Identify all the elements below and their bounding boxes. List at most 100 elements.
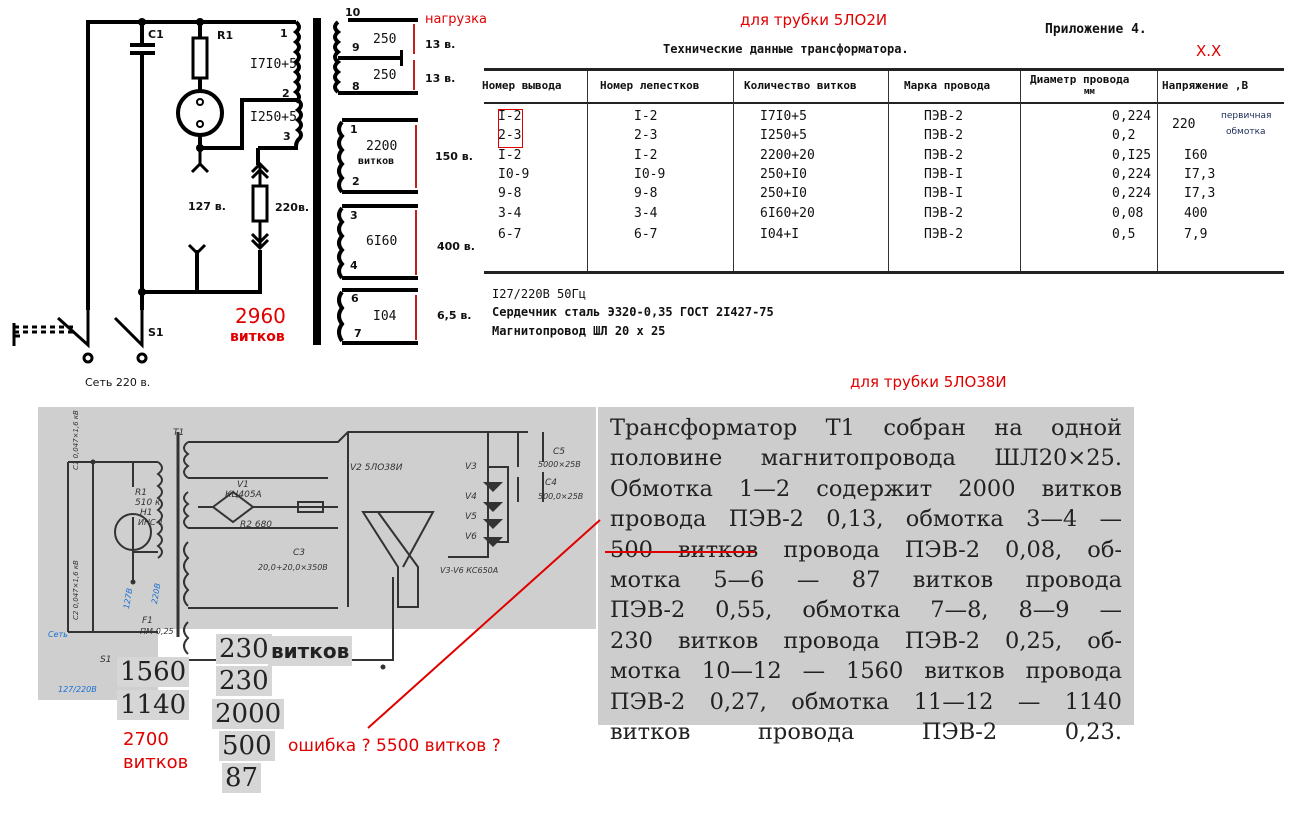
w3-turns: 6I60 xyxy=(366,234,398,249)
note-core-steel: Сердечник сталь Э320-0,35 ГОСТ 2I427-75 xyxy=(492,305,774,319)
table-title: Технические данные трансформатора. xyxy=(663,42,909,56)
voltage-127: 127 в. xyxy=(188,200,226,213)
lamp-h1 xyxy=(176,89,224,137)
count-500: 500 xyxy=(219,731,275,761)
t1-label: T1 xyxy=(173,428,185,438)
c1-label: C1 xyxy=(148,28,164,41)
paragraph-line: Обмотка 1—2 содержит 2000 витков xyxy=(610,475,1122,502)
tube-5lo2i-title: для трубки 5ЛО2И xyxy=(740,11,888,29)
c5-value: 5000×25В xyxy=(538,460,581,469)
w2-voltage: 150 в. xyxy=(435,150,473,163)
total-turns: 2960 xyxy=(235,304,286,328)
w3-pin-4: 4 xyxy=(350,259,358,272)
v2-label: V2 5ЛО38И xyxy=(350,463,403,473)
table-cell: I-2 xyxy=(498,109,522,124)
total-2700-unit: витков xyxy=(123,752,189,773)
col-header-diameter: Диаметр провода xyxy=(1030,73,1130,86)
w3-pin-3: 3 xyxy=(350,209,358,222)
set-label: Сеть xyxy=(48,630,68,639)
capacitor-c1 xyxy=(130,43,155,55)
mains-label: Сеть 220 в. xyxy=(85,376,151,389)
transformer-data-table: Номер вывода Номер лепестков Количество … xyxy=(482,68,1284,274)
table-cell: ПЭВ-2 xyxy=(924,148,964,163)
paragraph-line: ПЭВ-2 0,27, обмотка 11—12 — 1140 xyxy=(610,688,1122,715)
w2-unit: витков xyxy=(358,156,395,167)
table-cell: ПЭВ-2 xyxy=(924,206,964,221)
table-cell: 0,224 xyxy=(1112,109,1152,124)
table-cell: 7,9 xyxy=(1184,227,1208,242)
count-1560: 1560 xyxy=(117,657,190,687)
paragraph-line: мотка 5—6 — 87 витков провода xyxy=(610,567,1122,594)
w1-voltage-b: 13 в. xyxy=(425,72,456,85)
table-cell: ПЭВ-2 xyxy=(924,128,964,143)
total-2700: 2700 xyxy=(123,729,169,750)
w1-turns-a: 250 xyxy=(373,32,397,47)
highlight-box xyxy=(498,109,523,148)
table-cell: ПЭВ-I xyxy=(924,167,964,182)
count-unit: витков xyxy=(268,636,353,666)
col-header-lead: Номер вывода xyxy=(482,79,562,92)
table-cell: ПЭВ-2 xyxy=(924,227,964,242)
scan-schematic-bg xyxy=(38,407,596,629)
table-cell: ПЭВ-2 xyxy=(924,109,964,124)
col-header-wire: Марка провода xyxy=(904,79,991,92)
count-2000: 2000 xyxy=(212,699,285,729)
note-supply: I27/220В 50Гц xyxy=(492,287,586,301)
w2-turns: 2200 xyxy=(366,139,398,154)
c1-label-b: C1 0,047×1,6 кВ xyxy=(72,410,80,470)
pin-3-label: 3 xyxy=(283,130,291,143)
count-230-b: 230 xyxy=(216,666,272,696)
table-cell: 2200+20 xyxy=(760,148,815,163)
table-cell: I0-9 xyxy=(634,167,666,182)
zener-type: V3-V6 КС650А xyxy=(440,566,499,575)
w2-pin-2: 2 xyxy=(352,175,360,188)
col-header-lug: Номер лепестков xyxy=(600,79,700,92)
paragraph-line: половине магнитопровода ШЛ20×25. xyxy=(610,445,1122,472)
col-header-voltage: Напряжение ,В xyxy=(1162,79,1249,92)
table-cell: I60 xyxy=(1184,148,1208,163)
note-core-type: Магнитопровод ШЛ 20 x 25 xyxy=(492,324,666,338)
r1-label-b: R1 xyxy=(135,488,147,498)
table-cell: ПЭВ-I xyxy=(924,186,964,201)
r1-value: 510 к xyxy=(135,498,161,508)
table-cell: 0,2 xyxy=(1112,128,1136,143)
table-cell: 400 xyxy=(1184,206,1208,221)
table-cell: I250+5 xyxy=(760,128,807,143)
w4-voltage: 6,5 в. xyxy=(437,309,472,322)
paragraph-line: провода ПЭВ-2 0,13, обмотка 3—4 — xyxy=(610,506,1122,533)
table-cell: 250+I0 xyxy=(760,167,807,182)
paragraph-line: ПЭВ-2 0,55, обмотка 7—8, 8—9 — xyxy=(610,597,1122,624)
w1-pin-8: 8 xyxy=(352,80,360,93)
col-header-turns: Количество витков xyxy=(744,79,857,92)
h1-label: H1 xyxy=(140,508,153,518)
pin-2-label: 2 xyxy=(282,87,290,100)
table-cell: I-2 xyxy=(634,148,658,163)
total-turns-unit: витков xyxy=(230,329,285,345)
primary-voltage: 220 xyxy=(1172,117,1196,132)
s1-label: S1 xyxy=(148,326,164,339)
resistor-r1 xyxy=(191,36,209,80)
xx-note: Х.Х xyxy=(1196,42,1222,60)
v6-label: V6 xyxy=(465,532,477,542)
c3-label: C3 xyxy=(293,548,306,558)
table-cell: 0,08 xyxy=(1112,206,1144,221)
c4-label: C4 xyxy=(545,478,558,488)
count-87: 87 xyxy=(222,763,262,793)
table-cell: I7,3 xyxy=(1184,186,1216,201)
table-cell: 9-8 xyxy=(634,186,658,201)
table-cell: 3-4 xyxy=(498,206,522,221)
pin-1-label: 1 xyxy=(280,27,288,40)
v3-label: V3 xyxy=(465,462,477,472)
w1-pin-9: 9 xyxy=(352,41,360,54)
col-header-diameter-unit: мм xyxy=(1084,87,1095,97)
c3-value: 20,0+20,0×350В xyxy=(258,563,328,572)
v4-label: V4 xyxy=(465,492,477,502)
table-cell: 0,224 xyxy=(1112,167,1152,182)
count-1140: 1140 xyxy=(117,690,190,720)
w2-pin-1: 1 xyxy=(350,123,358,136)
load-label: нагрузка xyxy=(425,12,487,27)
table-cell: I-2 xyxy=(498,148,522,163)
paragraph-line: 500 витков провода ПЭВ-2 0,08, об- xyxy=(610,536,1122,563)
w3-voltage: 400 в. xyxy=(437,240,475,253)
